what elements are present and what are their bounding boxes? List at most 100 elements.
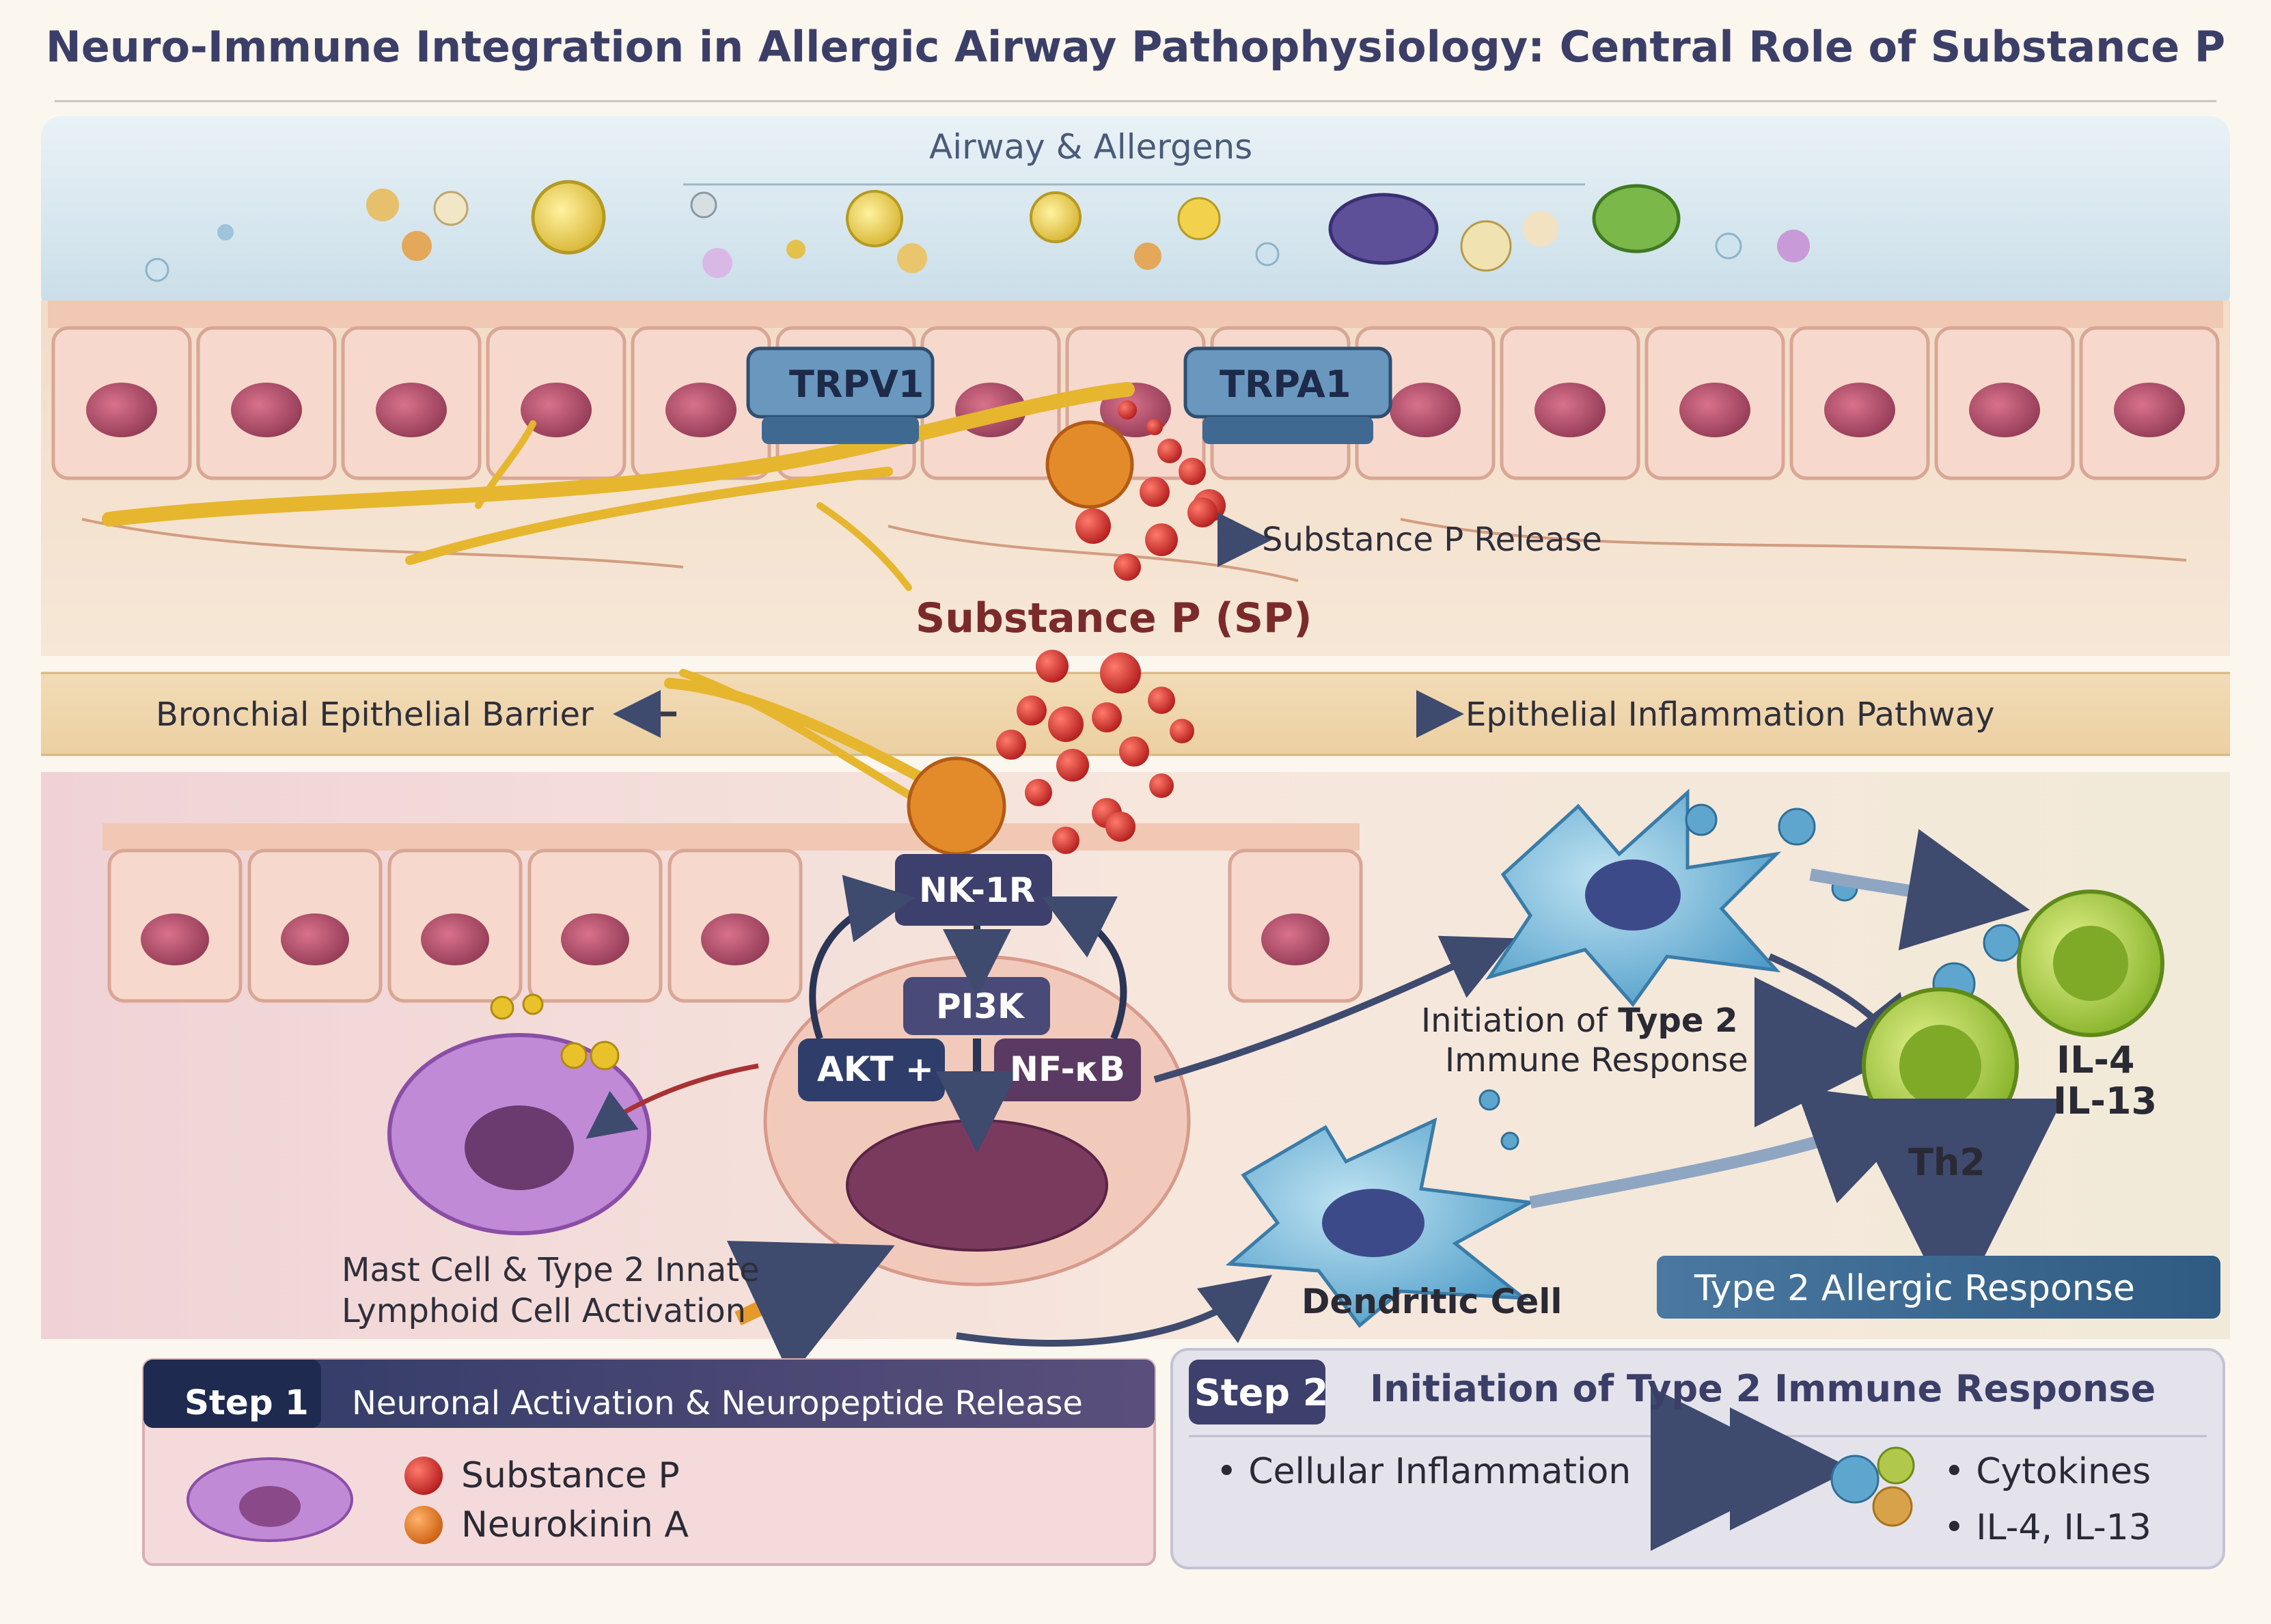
legend-substance-p-swatch <box>404 1457 443 1495</box>
step2-tag: Step 2 <box>1194 1371 1329 1414</box>
il-producing-cell-nucleus <box>2053 926 2128 1001</box>
dendritic-cell-lower <box>1225 1117 1537 1328</box>
step2-cytokine-cluster <box>1830 1446 1915 1527</box>
initiation-label-line1: Initiation of Type 2 <box>1421 1004 1738 1037</box>
step2-cytokines: • Cytokines <box>1944 1451 2151 1492</box>
submucosa-vessels <box>81 518 2187 582</box>
substance-p-particle <box>1170 719 1194 743</box>
epithelial-cell-nucleus <box>376 383 447 437</box>
sensory-nerve-fibers <box>102 382 1135 810</box>
allergic-response-banner <box>1657 1256 2220 1319</box>
il4-label: IL-4 <box>2056 1038 2135 1082</box>
epithelial-cell-nucleus <box>86 383 157 437</box>
epithelial-cell-nucleus <box>1390 383 1461 437</box>
mast-activation-arrow <box>726 1241 895 1377</box>
step2-tag-box <box>1189 1360 1325 1425</box>
step1-header <box>143 1360 1155 1428</box>
pi3k-box <box>903 977 1050 1035</box>
allergic-response-label: Type 2 Allergic Response <box>1694 1268 2135 1309</box>
epithelial-cell-nucleus <box>1679 383 1750 437</box>
substance-p-particle <box>1100 652 1141 693</box>
akt-label: AKT + <box>817 1049 934 1089</box>
airway-lumen <box>41 116 2230 314</box>
substance-p-particle <box>1149 773 1174 798</box>
nk1r-label: NK-1R <box>919 870 1036 910</box>
epithelial-cell-nucleus <box>521 383 592 437</box>
step2-cellular-inflammation: • Cellular Inflammation <box>1216 1451 1632 1492</box>
substance-p-particle <box>1148 687 1175 714</box>
il13-label: IL-13 <box>2053 1079 2158 1123</box>
epithelial-cell-nucleus <box>1261 913 1330 965</box>
trpa1-receptor <box>1183 346 1392 444</box>
dendritic-cell-label: Dendritic Cell <box>1302 1282 1563 1321</box>
dc-to-il-arrow <box>1809 829 2031 951</box>
substance-p-particle <box>1114 553 1141 581</box>
epithelial-cell-nucleus <box>561 913 629 965</box>
akt-box <box>798 1038 945 1101</box>
legend-substance-p: Substance P <box>461 1455 680 1496</box>
nerve-terminal-lower <box>907 756 1006 856</box>
lower-epithelial-cells <box>107 849 1363 1003</box>
zone-pathway-label: Epithelial Inflammation Pathway <box>1465 696 1995 734</box>
epithelial-cell-nucleus <box>281 913 349 965</box>
substance-p-particle <box>1118 400 1137 419</box>
sp-release-label: Substance P Release <box>1262 521 1602 559</box>
epithelial-cell-nucleus <box>231 383 302 437</box>
substance-p-particle <box>1025 779 1052 806</box>
zone-barrier-label: Bronchial Epithelial Barrier <box>156 696 594 734</box>
substance-p-particle <box>1075 508 1111 544</box>
substance-p-label: Substance P (SP) <box>916 594 1312 642</box>
step1-tag: Step 1 <box>184 1383 309 1422</box>
mast-cell-nucleus <box>465 1105 574 1190</box>
trpv1-label: TRPV1 <box>789 363 924 406</box>
migration-arrow-upper <box>1153 935 1515 1083</box>
epithelial-cell-nucleus <box>2114 383 2185 437</box>
upper-cilia-layer <box>48 301 2223 328</box>
substance-p-particle <box>1105 812 1136 842</box>
th2-cell-nucleus <box>1899 1025 1981 1107</box>
initiation-label-bold: Type 2 <box>1618 1002 1738 1040</box>
step2-il-list: • IL-4, IL-13 <box>1944 1507 2151 1548</box>
lower-cilia-layer <box>102 823 1360 851</box>
epithelial-cell-nucleus <box>701 913 769 965</box>
upper-epithelial-cells <box>51 326 2220 480</box>
migration-arrow-lower <box>956 1275 1273 1347</box>
step1-tag-box <box>143 1360 321 1428</box>
substance-p-particle <box>1052 827 1079 854</box>
nfkb-box <box>994 1038 1141 1101</box>
substance-p-particle <box>1179 458 1206 485</box>
substance-p-particle <box>1146 419 1163 435</box>
dendritic-cell-upper <box>1485 788 1782 1008</box>
substance-p-particle <box>1145 523 1178 556</box>
central-cell-nucleus <box>846 1119 1108 1252</box>
substance-p-particles <box>996 400 1226 854</box>
th2-label: Th2 <box>1908 1141 1985 1184</box>
substance-p-particle <box>1119 737 1149 767</box>
akt-feedback-arrow <box>809 875 916 1040</box>
substance-p-particle <box>1187 497 1217 527</box>
step2-text: Initiation of Type 2 Immune Response <box>1370 1367 2156 1410</box>
epithelial-cell-nucleus <box>1969 383 2040 437</box>
epithelial-cell-nucleus <box>1824 383 1895 437</box>
substance-p-particle <box>1017 696 1047 726</box>
dc-to-th2-arrow-lower <box>1529 1087 1932 1209</box>
epithelial-cell-nucleus <box>421 913 489 965</box>
epithelial-cell-nucleus <box>141 913 209 965</box>
allergen-particles <box>145 180 1810 282</box>
step1-mast-cell-nucleus <box>239 1486 301 1527</box>
substance-p-particle <box>996 730 1026 760</box>
nfkb-label: NF-κB <box>1010 1049 1125 1089</box>
substance-p-particle <box>1157 439 1182 463</box>
nerve-terminal-upper <box>1045 420 1134 509</box>
substance-p-particle <box>1048 706 1084 742</box>
initiation-label-text: Initiation of <box>1421 1002 1608 1040</box>
trpv1-receptor <box>746 346 935 444</box>
nk1r-receptor <box>895 854 1052 926</box>
substance-p-particle <box>1092 702 1122 732</box>
mast-cell-label-line1: Mast Cell & Type 2 Innate <box>342 1251 760 1289</box>
epithelial-cell-nucleus <box>1534 383 1606 437</box>
substance-p-particle <box>1056 749 1089 782</box>
mast-cell-granules <box>490 993 620 1071</box>
